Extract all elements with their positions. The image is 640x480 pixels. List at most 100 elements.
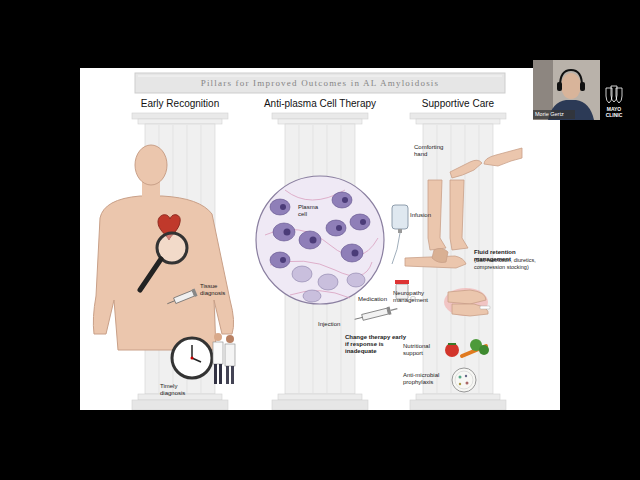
webcam-feed-part [561, 73, 581, 99]
pillar-heading: Early Recognition [112, 98, 248, 110]
doctors-part [213, 342, 223, 364]
human-torso-part [93, 196, 233, 350]
pillar-heading: Supportive Care [390, 98, 526, 110]
petri-dish-part [452, 368, 476, 392]
pillar-capital [272, 113, 368, 119]
doctors-part [225, 344, 235, 366]
speaker-name: Morie Gertz [535, 111, 575, 118]
clock-part [172, 338, 212, 378]
medication-bottle-part [395, 280, 409, 284]
plasma-cell-micrograph-part-part [273, 223, 295, 241]
logo-text: MAYO CLINIC [602, 106, 626, 118]
pillar-flute [299, 125, 300, 393]
magnifier [140, 233, 187, 290]
callout-label: Plasma cell [298, 204, 326, 218]
petri-dish-part [459, 376, 462, 379]
callout-label: Infusion [410, 212, 440, 219]
injection-syringe [354, 305, 399, 323]
pillar-shape [112, 98, 248, 410]
legs-part [432, 248, 448, 262]
vegetables-part [445, 343, 459, 357]
biopsy-syringe-part [174, 290, 195, 303]
pillar-flute [313, 125, 314, 393]
slide-title: Pillars for Improved Outcomes in AL Amyl… [135, 77, 505, 89]
clock-part [191, 345, 193, 358]
pillar-capital [132, 113, 228, 119]
doctors-part [219, 364, 222, 384]
plasma-cell-micrograph-part-part [270, 252, 290, 268]
doctors-part [226, 335, 234, 343]
neuropathy-feet-part [480, 306, 490, 309]
injection-syringe-part [391, 309, 398, 311]
plasma-cell-micrograph-part-part [280, 204, 286, 210]
biopsy-syringe-part [192, 288, 198, 297]
pillar-flute [341, 125, 342, 393]
callout-label: Comforting hand [414, 144, 446, 158]
iv-bag-part [392, 233, 400, 264]
plasma-cell-micrograph-part-part [352, 250, 359, 257]
biopsy-syringe [166, 288, 198, 307]
callout-note: (Salt restriction, diuretics, compressio… [474, 257, 546, 270]
pillar-shaft [145, 124, 215, 394]
plasma-cell-micrograph-part-part [341, 244, 363, 262]
webcam-feed-part [533, 60, 600, 120]
plasma-cell-micrograph-part-part [318, 274, 338, 290]
plasma-cell-micrograph-part [280, 197, 366, 263]
injection-syringe-part [355, 317, 363, 319]
title-band [135, 73, 505, 93]
petri-dish-part [459, 383, 461, 385]
iv-bag-part [392, 205, 408, 229]
callout-label: Nutritional support [403, 343, 439, 357]
neuropathy-feet-part [448, 290, 486, 304]
callout-label: Injection [318, 321, 350, 328]
pillar: Anti-plasma Cell Therapy [252, 98, 388, 410]
vegetables-part [448, 343, 456, 345]
webcam-feed-part [557, 82, 562, 91]
pillar-flute [327, 125, 328, 393]
plasma-cell-micrograph-part-part [310, 237, 317, 244]
mayo-logo [606, 86, 622, 103]
pillar-heading: Anti-plasma Cell Therapy [252, 98, 388, 110]
pillar-base [272, 400, 368, 410]
pillar-shape [252, 98, 388, 410]
vegetables-part [479, 345, 489, 355]
pillar-flute [465, 125, 466, 393]
pillar-capital [138, 119, 222, 124]
doctors-part [214, 364, 217, 384]
plasma-cell-micrograph-part-part [350, 214, 370, 230]
petri-dish-part [466, 382, 469, 385]
plasma-cell-micrograph-part-part [303, 290, 321, 302]
pillar-base [416, 394, 500, 400]
plasma-cell-micrograph-part-part [360, 219, 366, 225]
webcam-feed-part [560, 70, 582, 86]
pillar-capital [410, 113, 506, 119]
clock [172, 338, 212, 378]
plasma-cell-micrograph-part [256, 176, 384, 304]
pillar-flute [451, 125, 452, 393]
pillar-base [132, 400, 228, 410]
callout-label: Timely diagnosis [160, 383, 194, 397]
pillar-capital [416, 119, 500, 124]
callout-label: Tissue diagnosis [200, 283, 230, 297]
pillar-capital [278, 119, 362, 124]
callout-label: Medication [358, 296, 394, 303]
callout-label: Anti-microbial prophylaxis [403, 372, 447, 386]
clock-part [191, 357, 194, 360]
mayo-logo-part [616, 88, 622, 103]
injection-syringe-part [362, 308, 389, 320]
plasma-cell-micrograph-part-part [299, 231, 321, 249]
webcam-feed [533, 60, 600, 120]
plasma-cell-micrograph-part [265, 190, 378, 298]
magnifier-part [140, 259, 161, 290]
human-torso-part [135, 145, 167, 185]
pillar: Early Recognition [112, 98, 248, 410]
webcam-feed-part [533, 110, 575, 119]
plasma-cell-micrograph [256, 176, 384, 304]
plasma-cell-micrograph-part-part [332, 192, 352, 208]
petri-dish-part [455, 371, 473, 389]
title-band-part [138, 76, 502, 77]
neuropathy-feet-part [444, 288, 488, 316]
biopsy-syringe-part [167, 301, 174, 304]
